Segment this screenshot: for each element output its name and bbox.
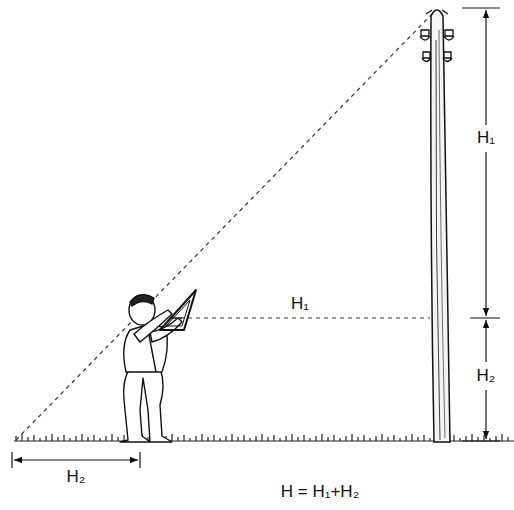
formula: H = H₁+H₂ (279, 483, 361, 502)
dimension-label: H₁ (289, 295, 311, 314)
pole (420, 10, 454, 442)
dimension-label: H₂ (65, 468, 88, 487)
height-dimension (462, 8, 500, 441)
dimension-label: H₁ (475, 129, 497, 148)
sight-lines (16, 10, 436, 440)
dimension-label: H₂ (475, 367, 498, 386)
eye-height-dimension (12, 452, 140, 468)
observer-figure (120, 290, 196, 442)
